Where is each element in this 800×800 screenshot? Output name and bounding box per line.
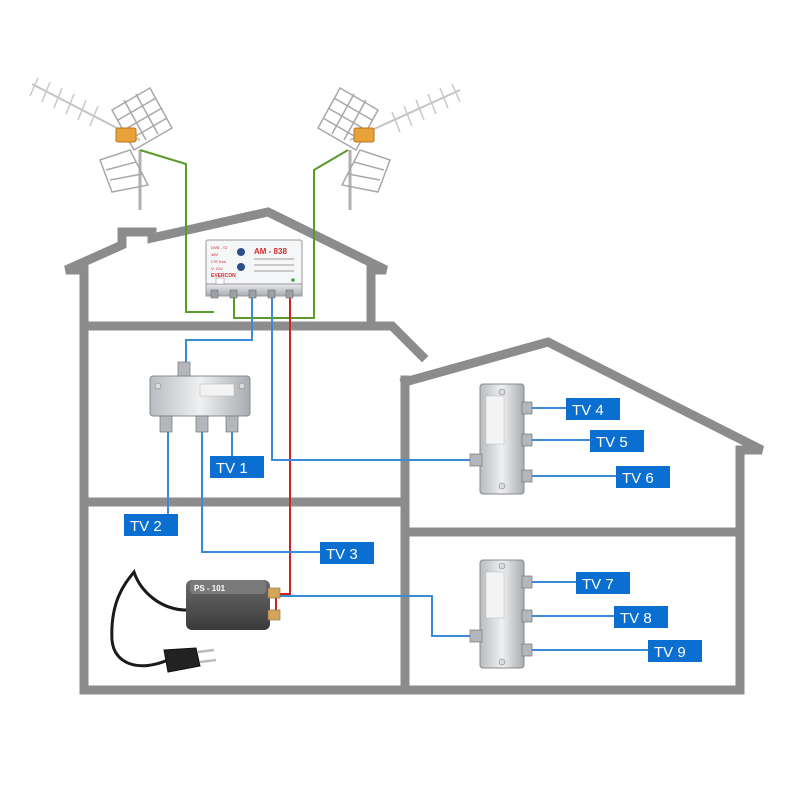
- splitter-input-connector-icon: [469, 453, 483, 467]
- tv3-cable: [201, 432, 322, 553]
- svg-text:TV 8: TV 8: [620, 610, 652, 627]
- right-wing-roof: [399, 337, 765, 695]
- amplifier-gain-knob-2: [237, 263, 245, 271]
- ps-connector-icon: [267, 587, 281, 599]
- svg-text:TV 7: TV 7: [582, 576, 614, 593]
- right-upper-splitter: [469, 383, 533, 495]
- left-splitter: [149, 361, 251, 433]
- svg-text:TV 9: TV 9: [654, 644, 686, 661]
- amplifier-model: AM - 838: [254, 247, 287, 256]
- amp-connector-icon: [248, 289, 257, 299]
- tv3-label: TV 3: [320, 542, 374, 564]
- amplifier-am838: AM - 838 DVB - T2 48V LTE free V: 24V EV…: [205, 239, 303, 299]
- splitter-output-connector-icon: [521, 433, 533, 447]
- right-lower-splitter: [469, 559, 533, 669]
- right-antenna-dipole-box: [353, 127, 375, 143]
- amplifier-band-3: LTE free: [211, 259, 227, 264]
- svg-text:TV 5: TV 5: [596, 434, 628, 451]
- svg-text:TV 6: TV 6: [622, 470, 654, 487]
- power-cable: [275, 296, 291, 614]
- right-antenna-cable: [233, 149, 349, 319]
- tv2-label: TV 2: [124, 514, 178, 536]
- amp-connector-icon: [267, 289, 276, 299]
- tv8-label: TV 8: [614, 606, 668, 628]
- svg-text:TV 2: TV 2: [130, 518, 162, 535]
- ps-connector-icon: [267, 609, 281, 621]
- tv6-label: TV 6: [616, 466, 670, 488]
- left-antenna: [29, 77, 174, 210]
- amplifier-brand: EVERCON: [211, 273, 236, 279]
- splitter-output-connector-icon: [521, 643, 533, 657]
- amp-to-right-upper-splitter-cable: [271, 296, 470, 461]
- power-supply-model: PS - 101: [194, 584, 226, 593]
- right-antenna: [316, 83, 461, 210]
- tv-labels: TV 1 TV 2 TV 3 TV 4 TV 5 TV 6 TV 7 TV 8: [124, 398, 702, 662]
- splitter-output-connector-icon: [521, 575, 533, 589]
- house-outline: [64, 207, 765, 695]
- left-antenna-dipole-box: [115, 127, 137, 143]
- svg-text:TV 1: TV 1: [216, 460, 248, 477]
- splitter-output-connector-icon: [159, 415, 173, 433]
- splitter-output-connector-icon: [521, 609, 533, 623]
- amplifier-gain-knob-1: [237, 248, 245, 256]
- tv7-label: TV 7: [576, 572, 630, 594]
- amplifier-band-2: 48V: [211, 252, 218, 257]
- amp-connector-icon: [285, 289, 294, 299]
- svg-text:TV 4: TV 4: [572, 402, 604, 419]
- splitter-input-connector-icon: [469, 629, 483, 643]
- splitter-output-connector-icon: [195, 415, 209, 433]
- tv5-label: TV 5: [590, 430, 644, 452]
- svg-text:TV 3: TV 3: [326, 546, 358, 563]
- tv4-label: TV 4: [566, 398, 620, 420]
- splitter-output-connector-icon: [521, 401, 533, 415]
- tv9-label: TV 9: [648, 640, 702, 662]
- amp-connector-icon: [229, 289, 238, 299]
- splitter-output-connector-icon: [225, 415, 239, 433]
- left-antenna-cable: [139, 149, 214, 313]
- amplifier-band-4: V: 24V: [211, 266, 223, 271]
- power-supply-cable: [110, 568, 193, 668]
- ce-mark-icon: [215, 277, 225, 285]
- tv1-label: TV 1: [210, 456, 264, 478]
- ps-to-right-lower-splitter-cable: [280, 595, 470, 637]
- amp-connector-icon: [210, 289, 219, 299]
- amplifier-band-1: DVB - T2: [211, 245, 228, 250]
- splitter-output-connector-icon: [521, 469, 533, 483]
- amplifier-led-icon: [291, 278, 295, 282]
- power-plug-icon: [163, 647, 217, 673]
- splitter-input-connector-icon: [177, 361, 191, 377]
- amp-to-splitter-cable: [185, 296, 253, 368]
- power-supply-ps101: PS - 101: [110, 568, 281, 673]
